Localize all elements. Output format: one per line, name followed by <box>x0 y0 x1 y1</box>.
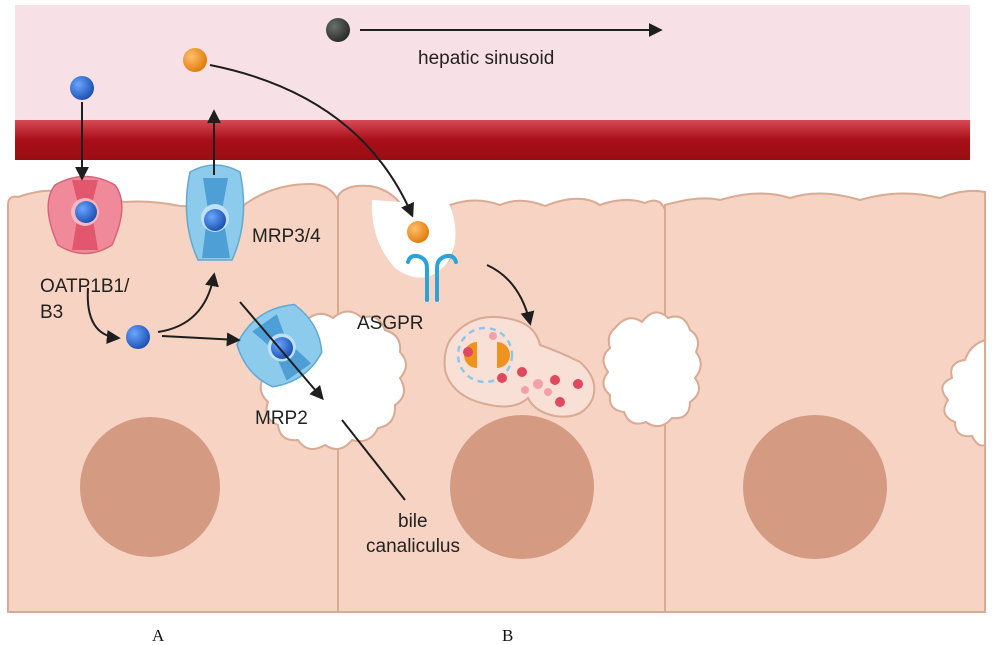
label-mrp2: MRP2 <box>255 408 308 429</box>
arrow-endocytosis <box>486 264 535 326</box>
label-canaliculus: canaliculus <box>366 536 460 557</box>
bile-canaliculus-3 <box>941 338 986 447</box>
drug-blue-intracellular <box>126 325 150 349</box>
panel-label-b: B <box>502 626 513 645</box>
bile-canaliculus-2 <box>602 311 702 428</box>
drug-blue-in-mrp34 <box>204 209 226 231</box>
drug-blue-in-oatp <box>75 201 97 223</box>
nucleus-a <box>80 417 220 557</box>
nucleus-b <box>450 415 594 559</box>
endosome-vesicle <box>456 326 514 384</box>
degraded-drug-fragment <box>497 342 510 368</box>
sinusoid-region <box>15 5 970 125</box>
label-asgpr: ASGPR <box>357 313 424 334</box>
panel-label-a: A <box>152 626 165 645</box>
lysosomal-enzymes <box>463 332 583 407</box>
label-bile: bile <box>398 511 428 532</box>
vessel-wall <box>15 120 970 160</box>
drug-blue-particle <box>70 76 94 100</box>
nucleus-c <box>743 415 887 559</box>
arrow-mrp2-excretion <box>239 301 324 401</box>
arrow-oatp-to-cytosol <box>86 287 121 344</box>
hepatocyte-c <box>664 189 986 613</box>
arrow-cytosol-to-mrp34 <box>157 272 219 333</box>
drug-blue-in-mrp2 <box>271 337 293 359</box>
arrow-asgpr-binding <box>209 64 414 218</box>
drug-dark-particle <box>326 18 350 42</box>
drug-orange-particle <box>183 48 207 72</box>
label-mrp34: MRP3/4 <box>252 226 321 247</box>
asgpr-receptor <box>406 253 458 302</box>
drug-orange-bound <box>407 221 429 243</box>
bile-canaliculus-leader <box>341 419 406 501</box>
label-oatp-b3: B3 <box>40 302 63 323</box>
label-hepatic-sinusoid: hepatic sinusoid <box>418 48 554 69</box>
arrow-cytosol-to-mrp2 <box>161 332 241 347</box>
label-oatp: OATP1B1/ <box>40 276 130 297</box>
